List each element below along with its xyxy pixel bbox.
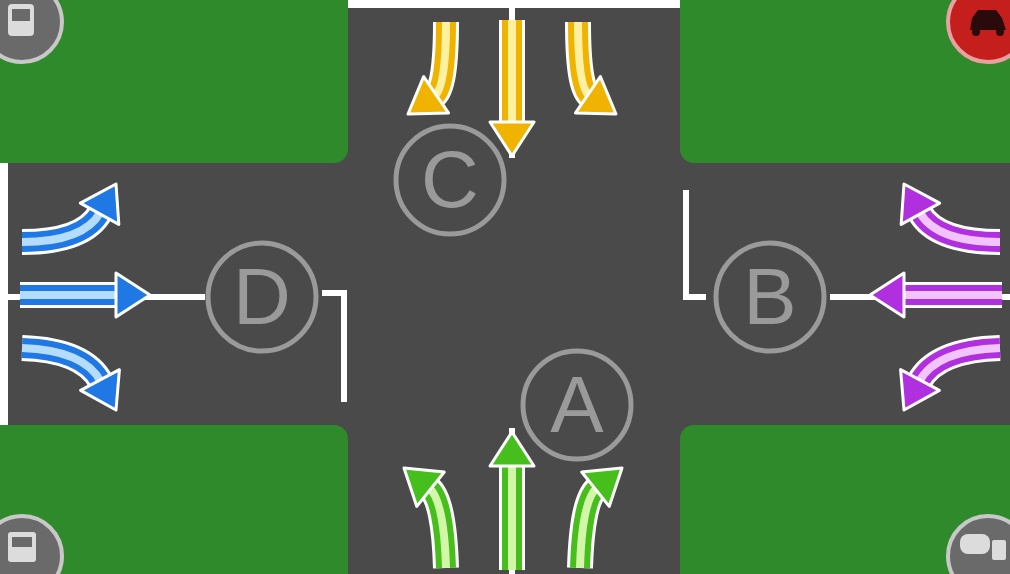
arrow-shaft <box>22 348 101 382</box>
arrow-head <box>901 184 940 224</box>
arrow-outline <box>22 212 101 242</box>
arrow-outline <box>429 488 446 568</box>
grass-block <box>0 0 348 163</box>
arrow-shaft <box>578 22 590 96</box>
arrow-highlight <box>22 212 101 242</box>
grass-block <box>0 425 348 574</box>
icon-badge <box>0 516 62 574</box>
tanker-tank <box>960 534 990 554</box>
truck-icon <box>0 516 62 574</box>
lane-arrow <box>22 348 119 410</box>
approach-circle: B <box>712 239 828 355</box>
approach-circle: A <box>519 347 635 463</box>
arrow-highlight <box>919 348 1000 382</box>
tanker-cab <box>992 540 1006 560</box>
lane-arrow <box>404 468 446 568</box>
arrow-shaft <box>22 212 101 242</box>
lane-arrow <box>870 273 1002 317</box>
approach-circle: C <box>392 122 508 238</box>
arrow-highlight <box>580 488 597 568</box>
lane-arrow <box>490 20 534 156</box>
arrow-highlight <box>578 22 590 96</box>
lane-arrow <box>901 184 1000 242</box>
approach-letter: C <box>421 140 479 220</box>
circle-ring <box>523 351 631 459</box>
arrow-head <box>404 468 444 506</box>
bus-body <box>8 4 34 36</box>
circle-ring <box>396 126 504 234</box>
arrow-head <box>80 184 119 224</box>
arrow-outline <box>499 464 525 570</box>
lane-line <box>830 294 1010 300</box>
stop-line <box>686 190 706 297</box>
lane-arrow <box>20 273 150 317</box>
arrow-shaft <box>20 285 118 305</box>
approach-letter: B <box>743 257 796 337</box>
arrow-outline <box>499 20 525 124</box>
lane-line <box>8 294 205 300</box>
arrow-outline <box>578 22 590 96</box>
grass-block <box>680 0 1010 163</box>
approach-letter: D <box>233 257 291 337</box>
truck-cab <box>8 532 36 562</box>
icon-badge <box>948 516 1010 574</box>
arrow-highlight <box>429 488 446 568</box>
arrow-head <box>576 77 616 114</box>
car-icon <box>948 0 1010 62</box>
arrow-shaft <box>919 348 1000 382</box>
arrow-outline <box>22 348 101 382</box>
arrow-outline <box>919 212 1000 242</box>
arrow-head <box>870 273 904 317</box>
arrow-head <box>408 77 448 114</box>
arrow-head <box>901 370 940 410</box>
lane-arrow <box>901 348 1000 410</box>
arrow-shaft <box>429 488 446 568</box>
car-wheel <box>972 28 980 36</box>
circle-ring <box>716 243 824 351</box>
arrow-highlight <box>902 291 1002 299</box>
arrow-highlight <box>508 464 516 570</box>
arrow-shaft <box>434 22 446 96</box>
lane-arrow <box>22 184 119 242</box>
arrow-highlight <box>20 291 118 299</box>
car-wheel <box>996 28 1004 36</box>
approach-letter: A <box>550 365 603 445</box>
arrow-head <box>490 432 534 466</box>
lane-arrow <box>576 22 616 114</box>
arrow-outline <box>434 22 446 96</box>
icon-badge <box>0 0 62 62</box>
arrow-highlight <box>919 212 1000 242</box>
arrow-highlight <box>22 348 101 382</box>
arrow-shaft <box>919 212 1000 242</box>
truck-window <box>12 537 32 547</box>
bus-icon <box>0 0 62 62</box>
arrow-outline <box>919 348 1000 382</box>
arrow-head <box>582 468 622 506</box>
arrow-shaft <box>580 488 597 568</box>
arrow-outline <box>580 488 597 568</box>
arrow-head <box>116 273 150 317</box>
lane-arrow <box>408 22 448 114</box>
grass-block <box>680 425 1010 574</box>
tanker-icon <box>948 516 1010 574</box>
lane-arrow <box>490 432 534 570</box>
icon-badge <box>948 0 1010 62</box>
car-body <box>970 10 1006 30</box>
arrow-shaft <box>902 285 1002 305</box>
arrow-shaft <box>502 464 522 570</box>
arrow-outline <box>902 282 1002 308</box>
bus-window <box>12 9 30 21</box>
circle-ring <box>208 243 316 351</box>
lane-arrow <box>580 468 622 568</box>
approach-circle: D <box>204 239 320 355</box>
arrow-highlight <box>508 20 516 124</box>
arrow-outline <box>20 282 118 308</box>
stop-line <box>322 293 344 402</box>
arrow-head <box>81 370 120 410</box>
arrow-shaft <box>502 20 522 124</box>
arrow-highlight <box>434 22 446 96</box>
